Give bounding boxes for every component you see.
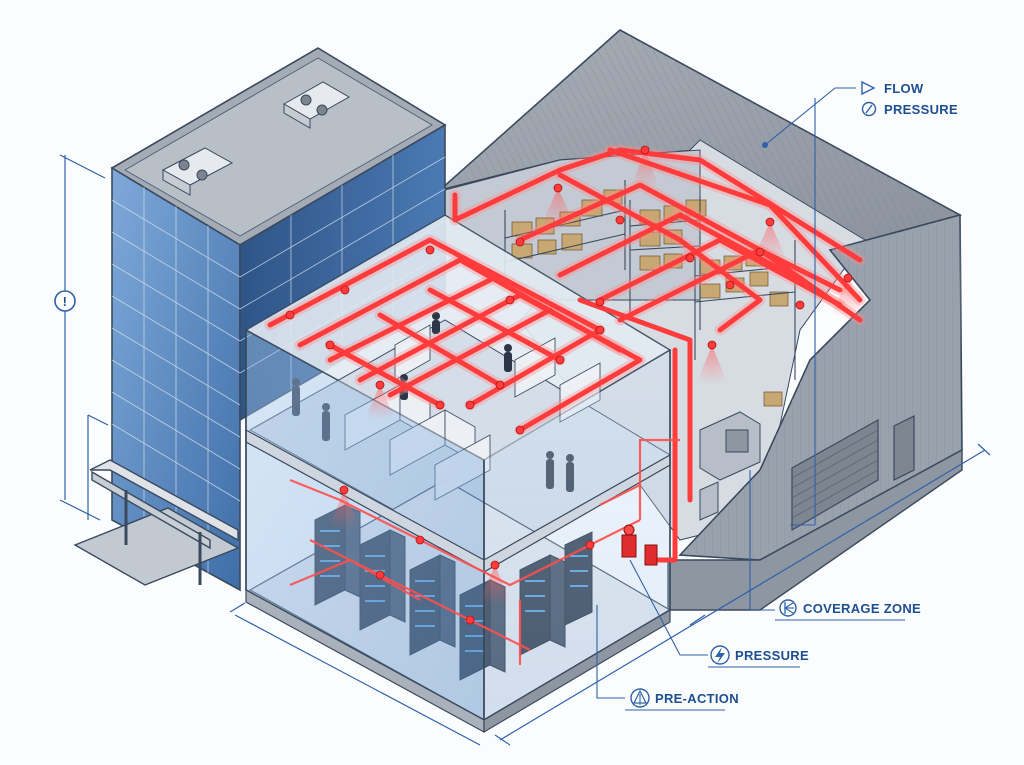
cutaway-glass-section [244,214,672,734]
valve-assemblies [621,524,658,566]
flow-triangle-icon [861,80,876,96]
callout-pressure-bottom: PRESSURE [629,559,809,668]
sprinkler-piping-network [264,144,866,665]
dimension-lines [59,154,991,746]
sprinkler-coverage-icon [779,599,797,617]
callout-coverage-zone-label: COVERAGE ZONE [803,601,921,616]
callout-pre-action: PRE-ACTION [596,605,739,711]
callout-coverage-zone: COVERAGE ZONE [749,470,921,621]
callout-pressure-bottom-label: PRESSURE [735,648,809,663]
roller-door [791,418,879,532]
rooftop-hvac-units [161,81,351,196]
callout-pre-action-label: PRE-ACTION [655,691,739,706]
gauge-icon [861,101,877,117]
warehouse-machinery [699,411,761,521]
warning-icon: ! [63,294,68,309]
callout-flow-pressure: FLOW PRESSURE [762,80,958,526]
sprinkler-heads [285,145,853,625]
entrance-canopy [73,459,240,586]
pre-action-valve-icon [630,688,650,708]
callout-flow-label: FLOW [884,81,924,96]
lightning-bolt-icon [710,645,730,665]
height-warning-marker: ! [54,290,76,312]
side-door [893,415,915,481]
callout-pressure-top-label: PRESSURE [884,102,958,117]
